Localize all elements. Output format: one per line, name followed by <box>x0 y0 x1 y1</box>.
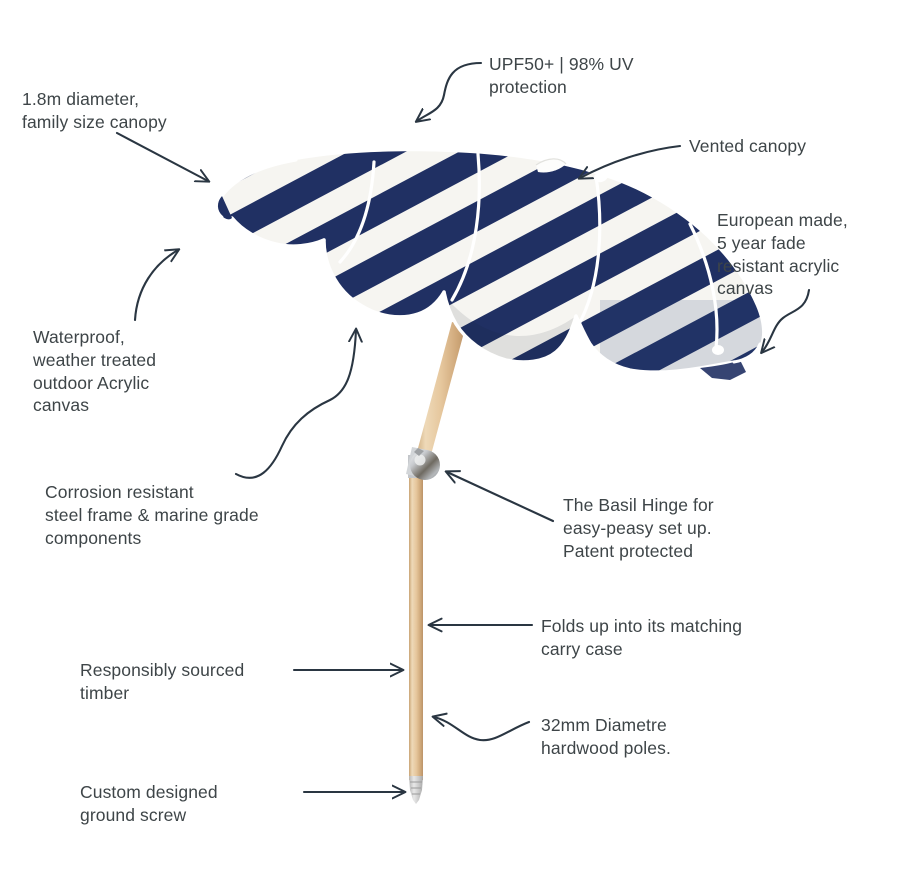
ground-screw <box>409 776 423 804</box>
label-basil-hinge: The Basil Hinge for easy-peasy set up. P… <box>563 495 714 561</box>
label-corrosion-resistant-frame: Corrosion resistant steel frame & marine… <box>45 482 259 548</box>
upper-pole <box>414 322 466 466</box>
label-ground-screw: Custom designed ground screw <box>80 782 218 825</box>
arrow-corrosion <box>234 330 356 479</box>
label-waterproof-canvas: Waterproof, weather treated outdoor Acry… <box>33 327 157 416</box>
arrow-waterproof <box>133 250 178 322</box>
arrow-european <box>762 288 811 352</box>
label-pole-diametre: 32mm Diametre hardwood poles. <box>541 715 671 758</box>
label-carry-case: Folds up into its matching carry case <box>541 616 743 659</box>
arrow-diametre <box>434 717 531 742</box>
label-diameter: 1.8m diameter, family size canopy <box>22 89 167 132</box>
label-european-made: European made, 5 year fade resistant acr… <box>717 210 848 299</box>
arrow-vented <box>580 144 682 178</box>
label-upf-protection: UPF50+ | 98% UV protection <box>489 54 634 97</box>
label-vented-canopy: Vented canopy <box>689 136 807 156</box>
lower-pole <box>409 470 423 780</box>
annotation-arrows <box>115 61 811 792</box>
label-responsibly-sourced-timber: Responsibly sourced timber <box>80 660 245 703</box>
arrow-hinge <box>447 472 555 523</box>
arrow-diameter <box>115 131 208 181</box>
basil-hinge <box>406 447 440 480</box>
vent-cap <box>535 158 567 173</box>
arrow-upf <box>417 61 483 121</box>
